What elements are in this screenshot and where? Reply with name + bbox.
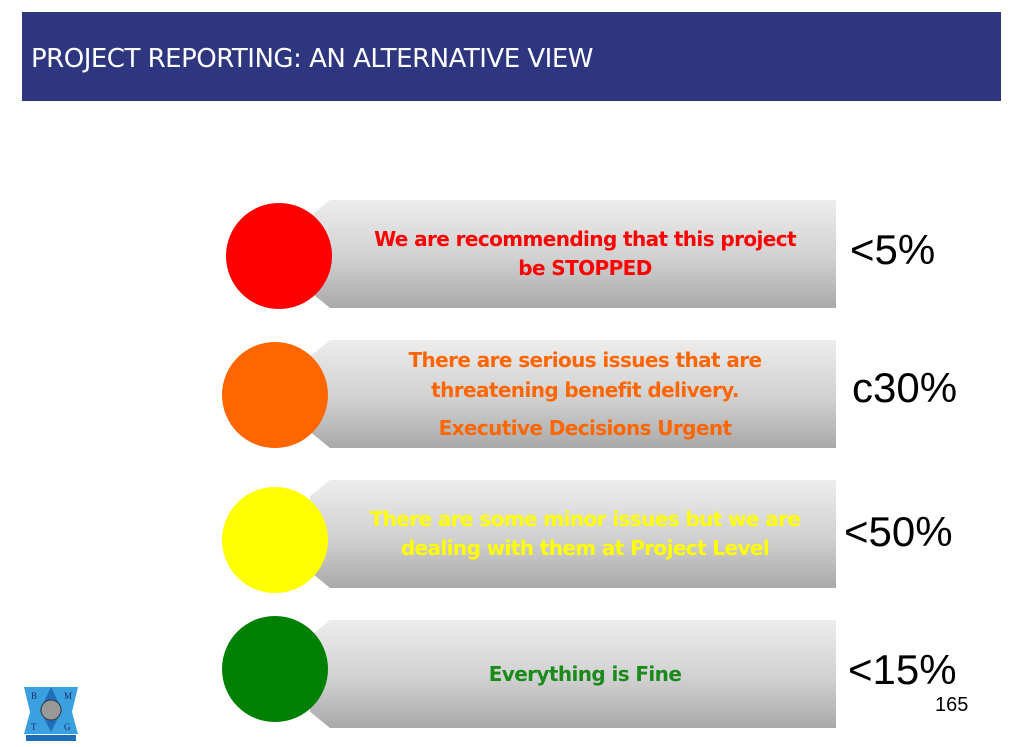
status-row-red: We are recommending that this project be …	[220, 200, 935, 310]
message-banner	[310, 620, 836, 728]
message-line: There are serious issues that are	[408, 348, 762, 372]
status-row-green: Everything is Fine <15%	[220, 616, 957, 730]
message-banner	[310, 340, 836, 448]
svg-text:B: B	[31, 691, 37, 701]
status-row-yellow: There are some minor issues but we are de…	[220, 480, 953, 593]
green-light-icon	[222, 616, 328, 722]
message-line: There are some minor issues but we are	[369, 507, 801, 531]
bmtg-logo-icon: B M T G	[24, 687, 78, 741]
percentage: <15%	[848, 646, 957, 693]
svg-text:G: G	[64, 722, 71, 732]
red-light-icon	[226, 203, 332, 309]
message-line: Everything is Fine	[488, 661, 682, 686]
yellow-light-icon	[222, 487, 328, 593]
amber-light-icon	[222, 342, 328, 448]
message-banner	[310, 200, 836, 308]
message-banner	[310, 480, 836, 588]
message-line: We are recommending that this project	[374, 227, 796, 251]
message-line: Executive Decisions Urgent	[438, 416, 732, 440]
title-banner: PROJECT REPORTING: AN ALTERNATIVE VIEW	[22, 12, 1001, 101]
message-line: threatening benefit delivery.	[431, 378, 739, 402]
slide-title: PROJECT REPORTING: AN ALTERNATIVE VIEW	[31, 44, 594, 74]
page-number: 165	[935, 694, 969, 716]
svg-text:T: T	[31, 722, 37, 732]
svg-text:M: M	[64, 691, 72, 701]
message-line: dealing with them at Project Level	[400, 536, 770, 560]
percentage: <5%	[850, 226, 936, 273]
message-line: be STOPPED	[518, 256, 652, 280]
percentage: c30%	[852, 364, 958, 411]
percentage: <50%	[844, 508, 953, 555]
status-row-amber: There are serious issues that are threate…	[220, 340, 957, 450]
